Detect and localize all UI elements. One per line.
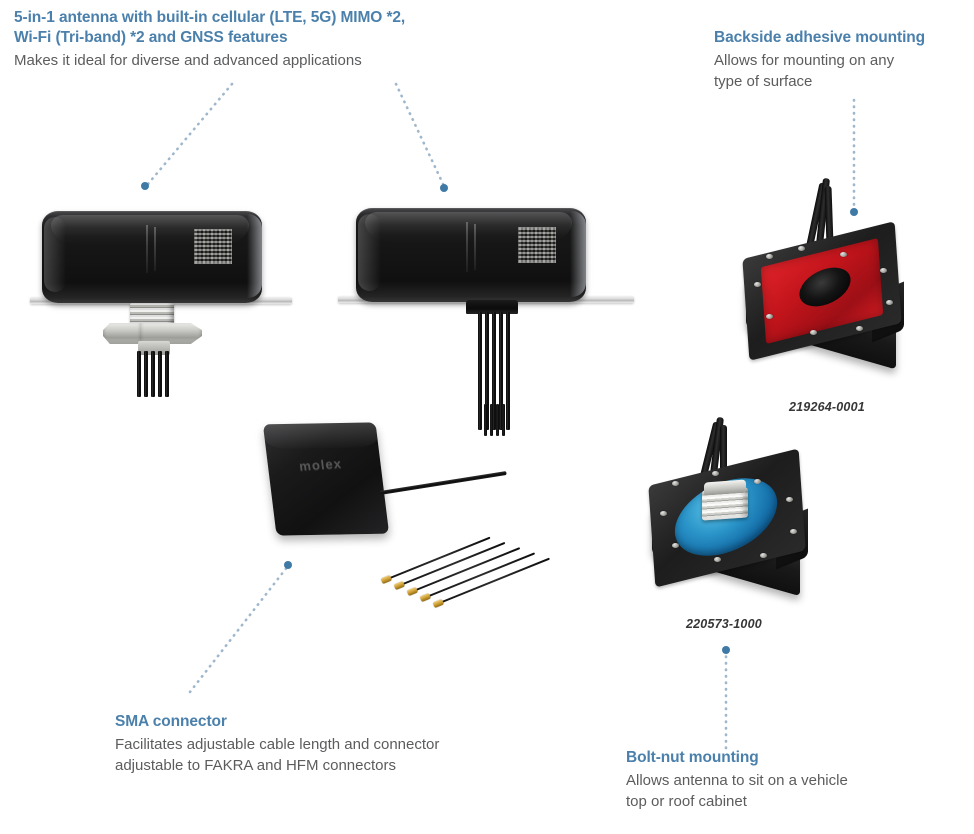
mount-screw	[886, 300, 893, 305]
hex-nut-left	[103, 323, 141, 344]
antenna-housing	[356, 208, 586, 302]
sma-pigtail-4	[419, 552, 536, 603]
product-bolt-nut-mount	[646, 416, 826, 615]
housing-crease-b	[154, 227, 156, 271]
cable-3	[151, 351, 155, 397]
housing-highlight-left	[44, 216, 66, 292]
sma-pigtail-1	[380, 536, 491, 585]
mount-screw	[712, 471, 719, 476]
cable-4	[158, 351, 162, 397]
cable-2	[485, 312, 489, 430]
mount-screw	[672, 543, 679, 548]
hex-nut-right	[140, 323, 202, 344]
sma-pigtail-5	[432, 557, 550, 609]
cable-1	[478, 312, 482, 430]
housing-top-face	[262, 422, 379, 449]
sma-antenna-housing: molex	[262, 422, 390, 536]
cable-3	[492, 312, 496, 430]
callout-sma-connector: SMA connector Facilitates adjustable cab…	[115, 712, 535, 776]
antenna-housing	[42, 211, 262, 303]
mount-cable-3	[720, 425, 727, 499]
leader-endpoint-adhesive	[850, 208, 858, 216]
leader-line-main-2	[394, 82, 446, 188]
part-number-bolt: 220573-1000	[686, 617, 762, 631]
product-antenna-bolt-mount	[30, 205, 300, 397]
housing-highlight-right	[569, 210, 586, 298]
cable-1	[484, 404, 487, 436]
mount-screw	[880, 268, 887, 273]
cable-5	[506, 312, 510, 430]
leader-endpoint-sma	[284, 561, 292, 569]
callout-sma-body: Facilitates adjustable cable length and …	[115, 736, 440, 774]
part-number-adhesive: 219264-0001	[789, 400, 865, 414]
main-cable	[379, 471, 507, 495]
sma-cable-stub	[484, 404, 510, 436]
sma-gold-tip-1	[380, 574, 393, 585]
cable-bundle	[478, 312, 512, 430]
cable-2	[144, 351, 148, 397]
leader-endpoint-bolt	[722, 646, 730, 654]
housing-highlight-right	[246, 213, 262, 299]
mount-screw	[766, 314, 773, 319]
callout-main-body: Makes it ideal for diverse and advanced …	[14, 52, 362, 69]
product-antenna-cable-mount	[338, 200, 638, 450]
sma-gold-tip-4	[419, 592, 432, 603]
mount-screw	[714, 557, 721, 562]
housing-highlight-left	[358, 213, 381, 291]
mount-screw	[786, 497, 793, 502]
callout-backside-adhesive-mounting: Backside adhesive mounting Allows for mo…	[714, 28, 964, 92]
sma-gold-tip-3	[406, 586, 419, 597]
callout-adhesive-title: Backside adhesive mounting	[714, 29, 926, 46]
housing-crease-a	[466, 222, 468, 272]
mount-screw	[766, 254, 773, 259]
sma-pigtail-2	[393, 541, 506, 591]
housing-crease-a	[146, 225, 148, 273]
product-sma-antenna: molex	[262, 415, 562, 609]
cable-2	[490, 404, 493, 436]
mount-screw	[810, 330, 817, 335]
mount-screw	[856, 326, 863, 331]
callout-adhesive-body: Allows for mounting on any type of surfa…	[714, 52, 895, 90]
sma-pigtail-3	[406, 547, 521, 597]
mount-screw	[672, 481, 679, 486]
product-adhesive-mount	[736, 177, 916, 390]
threaded-collar	[130, 303, 174, 326]
leader-line-main	[146, 82, 234, 186]
mount-screw	[798, 246, 805, 251]
callout-bolt-body: Allows antenna to sit on a vehicle top o…	[626, 772, 848, 810]
mount-screw	[754, 479, 761, 484]
cable-3	[496, 404, 499, 436]
cable-1	[137, 351, 141, 397]
sma-gold-tip-5	[432, 598, 445, 609]
leader-endpoint-main-2	[440, 184, 448, 192]
mount-screw	[840, 252, 847, 257]
cable-4	[499, 312, 503, 430]
callout-bolt-title: Bolt-nut mounting	[626, 749, 759, 766]
cable-4	[502, 404, 505, 436]
callout-bolt-nut-mounting: Bolt-nut mounting Allows antenna to sit …	[626, 748, 926, 812]
callout-sma-title: SMA connector	[115, 713, 227, 730]
leader-endpoint-main-1	[141, 182, 149, 190]
housing-crease-b	[474, 224, 476, 270]
datamatrix-qr-label	[194, 229, 232, 264]
datamatrix-qr-label	[518, 227, 556, 263]
mount-screw	[790, 529, 797, 534]
cable-5	[165, 351, 169, 397]
brand-mark: molex	[298, 455, 343, 474]
mount-screw	[754, 282, 761, 287]
callout-main-features: 5-in-1 antenna with built-in cellular (L…	[14, 8, 484, 71]
cable-collar	[466, 300, 518, 314]
callout-main-title: 5-in-1 antenna with built-in cellular (L…	[14, 9, 406, 46]
mount-screw	[760, 553, 767, 558]
cable-bundle	[137, 351, 171, 397]
mount-screw	[660, 511, 667, 516]
sma-gold-tip-2	[393, 580, 406, 591]
